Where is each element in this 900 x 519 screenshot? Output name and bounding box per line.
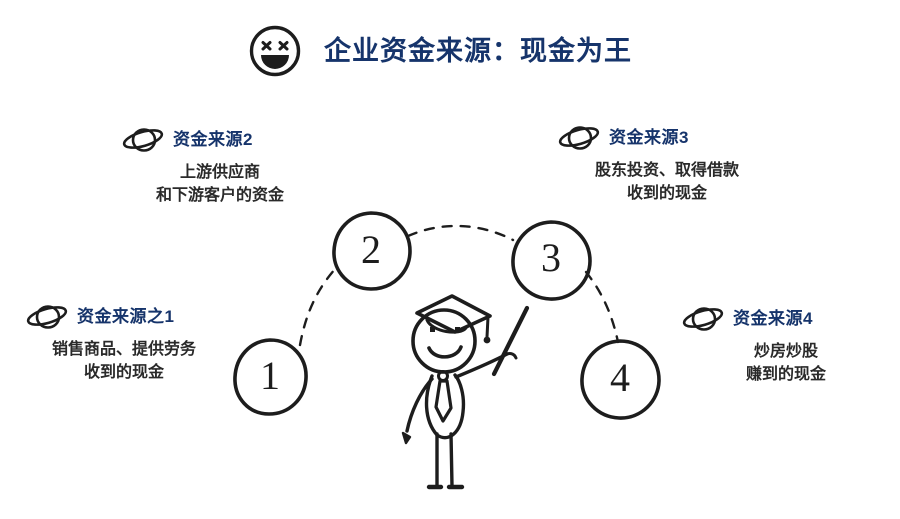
source-4-heading: 资金来源4: [676, 305, 896, 331]
page-title: 企业资金来源：现金为王: [324, 35, 632, 66]
source-2-title: 资金来源2: [173, 129, 253, 149]
source-3-line-2: 收到的现金: [626, 185, 707, 203]
planet-icon: [26, 303, 68, 329]
source-3-heading: 资金来源3: [552, 124, 782, 150]
source-2-heading: 资金来源2: [110, 126, 330, 152]
source-2-body: 上游供应商 和下游客户的资金: [110, 161, 330, 207]
planet-icon: [558, 124, 600, 150]
source-1-title: 资金来源之1: [77, 306, 175, 326]
source-1-line-2: 收到的现金: [83, 364, 164, 382]
node-number-3: 3: [541, 235, 561, 280]
node-number-1: 1: [260, 353, 280, 398]
planet-icon: [682, 305, 724, 331]
source-block-2: 资金来源2 上游供应商 和下游客户的资金: [110, 126, 330, 207]
source-block-4: 资金来源4 炒房炒股 赚到的现金: [676, 305, 896, 386]
node-number-2: 2: [361, 227, 381, 272]
planet-icon: [122, 126, 164, 152]
source-2-line-2: 和下游客户的资金: [155, 187, 284, 205]
source-1-line-1: 销售商品、提供劳务: [51, 341, 196, 358]
source-4-line-2: 赚到的现金: [745, 366, 826, 384]
source-block-3: 资金来源3 股东投资、取得借款 收到的现金: [552, 124, 782, 205]
graduate-stick-figure-icon: [401, 294, 530, 490]
source-4-line-1: 炒房炒股: [753, 343, 818, 360]
source-4-title: 资金来源4: [733, 308, 813, 328]
node-number-4: 4: [610, 355, 630, 400]
source-3-line-1: 股东投资、取得借款: [594, 162, 739, 179]
source-2-line-1: 上游供应商: [179, 164, 260, 181]
source-block-1: 资金来源之1 销售商品、提供劳务 收到的现金: [4, 303, 244, 384]
source-4-body: 炒房炒股 赚到的现金: [676, 340, 896, 386]
laughing-face-icon: [248, 24, 302, 78]
source-3-title: 资金来源3: [609, 127, 689, 147]
page-header: 企业资金来源：现金为王: [248, 24, 632, 78]
source-1-body: 销售商品、提供劳务 收到的现金: [4, 338, 244, 384]
source-1-heading: 资金来源之1: [4, 303, 244, 329]
source-3-body: 股东投资、取得借款 收到的现金: [552, 159, 782, 205]
